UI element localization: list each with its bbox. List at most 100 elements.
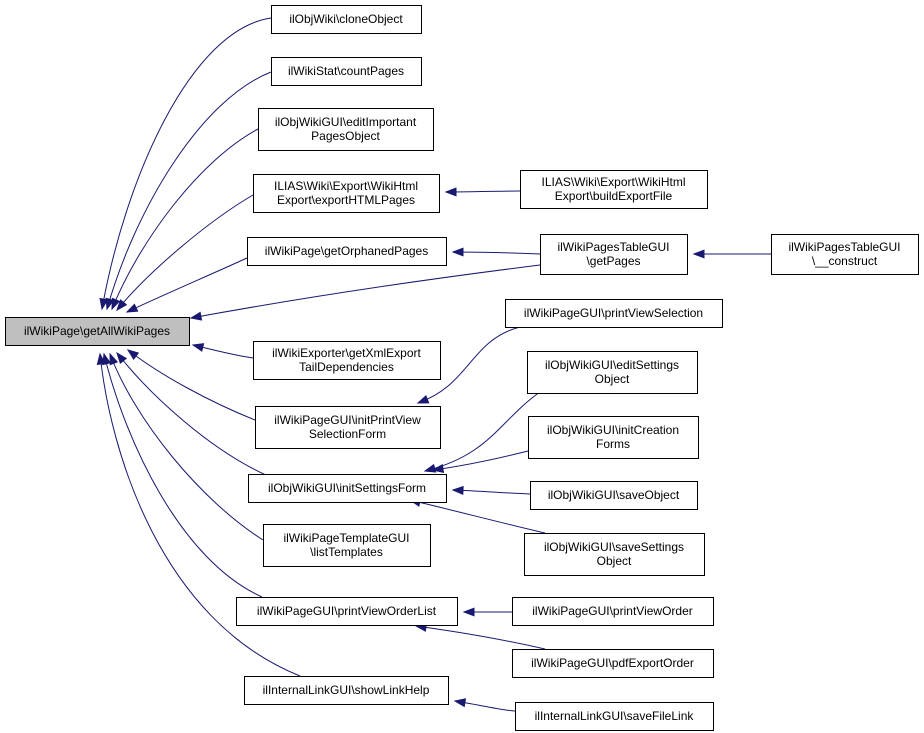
node-getAllWikiPages[interactable]: ilWikiPage\getAllWikiPages xyxy=(5,317,190,346)
node-label: ilObjWikiGUI\saveSettings xyxy=(544,540,684,554)
node-buildExportFile[interactable]: ILIAS\Wiki\Export\WikiHtmlExport\buildEx… xyxy=(520,170,708,209)
arrow-head xyxy=(189,311,203,321)
edge-buildExportFile-to-exportHTMLPages xyxy=(444,187,521,197)
edge-construct-to-getPages xyxy=(692,249,771,259)
arrow-head xyxy=(451,247,464,257)
node-label: \__construct xyxy=(812,254,878,268)
arrow-head xyxy=(109,352,119,366)
node-printViewSelection[interactable]: ilWikiPageGUI\printViewSelection xyxy=(505,299,723,328)
edge-cloneObject-to-getAllWikiPages xyxy=(99,17,272,311)
edge-getOrphanedPages-to-getAllWikiPages xyxy=(125,257,248,313)
node-listTemplates[interactable]: ilWikiPageTemplateGUI\listTemplates xyxy=(263,524,431,567)
edge-initSettingsForm-to-getAllWikiPages xyxy=(116,351,269,477)
edge-initCreationForms-to-initSettingsForm xyxy=(431,450,529,474)
node-construct[interactable]: ilWikiPagesTableGUI\__construct xyxy=(771,234,919,275)
node-label: ilWikiPageGUI\printViewOrderList xyxy=(257,604,437,618)
arrow-head xyxy=(191,343,205,352)
edge-editSettingsObject-to-initSettingsForm xyxy=(423,391,541,473)
node-label: Forms xyxy=(596,437,630,451)
node-printViewOrderList[interactable]: ilWikiPageGUI\printViewOrderList xyxy=(236,597,458,626)
edge-getPages-to-getOrphanedPages xyxy=(451,247,541,257)
node-initSettingsForm[interactable]: ilObjWikiGUI\initSettingsForm xyxy=(248,474,447,503)
node-getXmlExportTailDependencies[interactable]: ilWikiExporter\getXmlExportTailDependenc… xyxy=(253,341,441,380)
arrow-head xyxy=(125,303,139,313)
edge-countPages-to-getAllWikiPages xyxy=(105,71,272,311)
node-getOrphanedPages[interactable]: ilWikiPage\getOrphanedPages xyxy=(247,237,447,266)
node-label: ilWikiExporter\getXmlExport xyxy=(272,346,421,360)
node-label: Object xyxy=(595,372,630,386)
node-label: ilWikiPage\getOrphanedPages xyxy=(265,244,428,258)
arrow-head xyxy=(116,299,128,312)
node-cloneObject[interactable]: ilObjWiki\cloneObject xyxy=(271,5,422,34)
arrow-head xyxy=(111,297,121,311)
arrow-head xyxy=(105,297,115,311)
arrow-head xyxy=(444,187,457,197)
arrow-head xyxy=(453,698,467,708)
node-label: PagesObject xyxy=(311,129,380,143)
node-label: ilObjWikiGUI\initSettingsForm xyxy=(268,481,426,495)
edge-listTemplates-to-getAllWikiPages xyxy=(109,352,264,541)
node-label: ilWikiStat\countPages xyxy=(288,64,404,78)
node-label: ilObjWikiGUI\editSettings xyxy=(545,358,679,372)
node-label: ilObjWiki\cloneObject xyxy=(289,12,403,26)
node-label: ilInternalLinkGUI\showLinkHelp xyxy=(263,683,430,697)
edge-initPrintViewSelectionForm-to-getAllWikiPages xyxy=(126,349,256,421)
node-label: Object xyxy=(597,554,632,568)
arrow-head xyxy=(692,249,705,259)
arrow-head xyxy=(96,352,106,365)
node-label: ilWikiPageGUI\pdfExportOrder xyxy=(531,656,694,670)
node-countPages[interactable]: ilWikiStat\countPages xyxy=(271,57,422,86)
node-showLinkHelp[interactable]: ilInternalLinkGUI\showLinkHelp xyxy=(244,676,449,705)
node-label: ilWikiPageGUI\printViewOrder xyxy=(532,604,693,618)
arrow-head xyxy=(451,485,464,495)
edge-editImportantPagesObject-to-getAllWikiPages xyxy=(111,128,259,311)
node-label: ilWikiPageGUI\initPrintView xyxy=(274,413,421,427)
edge-saveObject-to-initSettingsForm xyxy=(451,485,531,495)
arrow-head xyxy=(126,349,140,360)
node-saveFileLink[interactable]: ilInternalLinkGUI\saveFileLink xyxy=(515,702,714,731)
node-label: ilObjWikiGUI\saveObject xyxy=(548,488,680,502)
arrow-head xyxy=(431,464,445,474)
node-printViewOrder[interactable]: ilWikiPageGUI\printViewOrder xyxy=(512,597,714,626)
edge-getPages-to-getAllWikiPages xyxy=(189,264,541,321)
node-label: ILIAS\Wiki\Export\WikiHtml xyxy=(541,175,685,189)
node-label: ilObjWikiGUI\editImportant xyxy=(275,115,417,129)
arrow-head xyxy=(99,297,109,311)
edges-layer xyxy=(96,17,771,712)
edge-saveFileLink-to-showLinkHelp xyxy=(453,698,516,712)
node-label: ilWikiPagesTableGUI xyxy=(788,240,900,254)
node-label: ilObjWikiGUI\initCreation xyxy=(547,423,679,437)
node-label: ILIAS\Wiki\Export\WikiHtml xyxy=(274,179,418,193)
node-label: Export\buildExportFile xyxy=(555,189,673,203)
arrow-head xyxy=(416,394,430,404)
edge-getXmlExportTailDependencies-to-getAllWikiPages xyxy=(191,343,254,359)
node-exportHTMLPages[interactable]: ILIAS\Wiki\Export\WikiHtmlExport\exportH… xyxy=(253,174,440,213)
node-label: ilWikiPage\getAllWikiPages xyxy=(24,324,170,338)
node-label: ilWikiPagesTableGUI xyxy=(557,240,669,254)
arrow-head xyxy=(116,351,128,365)
node-label: SelectionForm xyxy=(309,427,386,441)
nodes-layer: ilWikiPage\getAllWikiPages ilObjWiki\clon… xyxy=(5,5,919,731)
edge-printViewOrder-to-printViewOrderList xyxy=(462,607,512,617)
node-label: Export\exportHTMLPages xyxy=(277,193,415,207)
node-label: ilWikiPageGUI\printViewSelection xyxy=(524,306,703,320)
edge-pdfExportOrder-to-printViewOrderList xyxy=(414,622,546,650)
edge-showLinkHelp-to-getAllWikiPages xyxy=(96,352,301,677)
node-saveObject[interactable]: ilObjWikiGUI\saveObject xyxy=(530,481,698,510)
node-pdfExportOrder[interactable]: ilWikiPageGUI\pdfExportOrder xyxy=(512,649,714,678)
edge-printViewSelection-to-initPrintViewSelectionForm xyxy=(416,326,521,404)
arrow-head xyxy=(462,607,475,617)
node-label: TailDependencies xyxy=(299,360,394,374)
node-label: ilWikiPageTemplateGUI xyxy=(283,531,409,545)
node-label: \getPages xyxy=(586,254,640,268)
edge-exportHTMLPages-to-getAllWikiPages xyxy=(116,194,254,312)
arrow-head xyxy=(423,463,437,473)
node-getPages[interactable]: ilWikiPagesTableGUI\getPages xyxy=(540,234,688,275)
node-label: ilInternalLinkGUI\saveFileLink xyxy=(535,709,695,723)
